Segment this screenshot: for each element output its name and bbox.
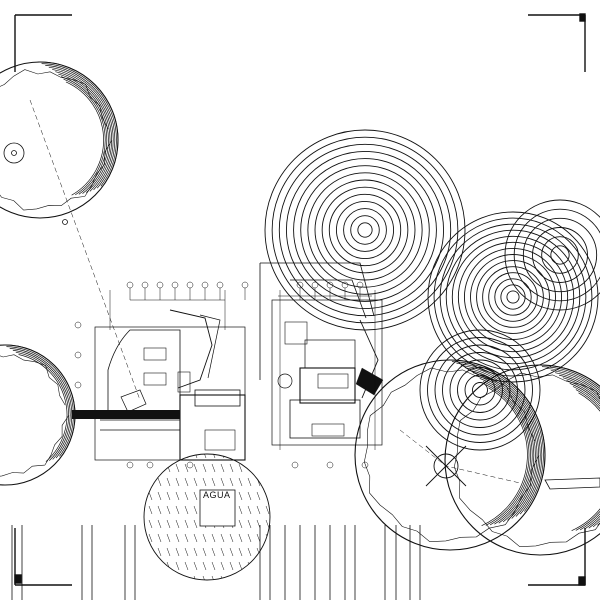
driveway-lines: [11, 525, 421, 600]
tree-canopies: [0, 61, 600, 556]
swirl-tree: [444, 364, 600, 556]
concentric-tree: [504, 199, 600, 311]
concentric-tree: [264, 129, 466, 331]
building-east: [271, 290, 384, 450]
swirl-tree: [0, 61, 119, 219]
tree-centre-symbols: [3, 99, 600, 490]
swirl-tree: [0, 344, 76, 486]
water-area: [143, 453, 271, 581]
site-lines: [100, 262, 375, 431]
water-label: AGUA: [203, 490, 231, 500]
concentric-tree: [427, 211, 599, 383]
building-west: [94, 290, 246, 461]
corner-marks: [14, 13, 586, 586]
dark-walkway: [72, 410, 180, 419]
grid-markers: [74, 281, 369, 469]
